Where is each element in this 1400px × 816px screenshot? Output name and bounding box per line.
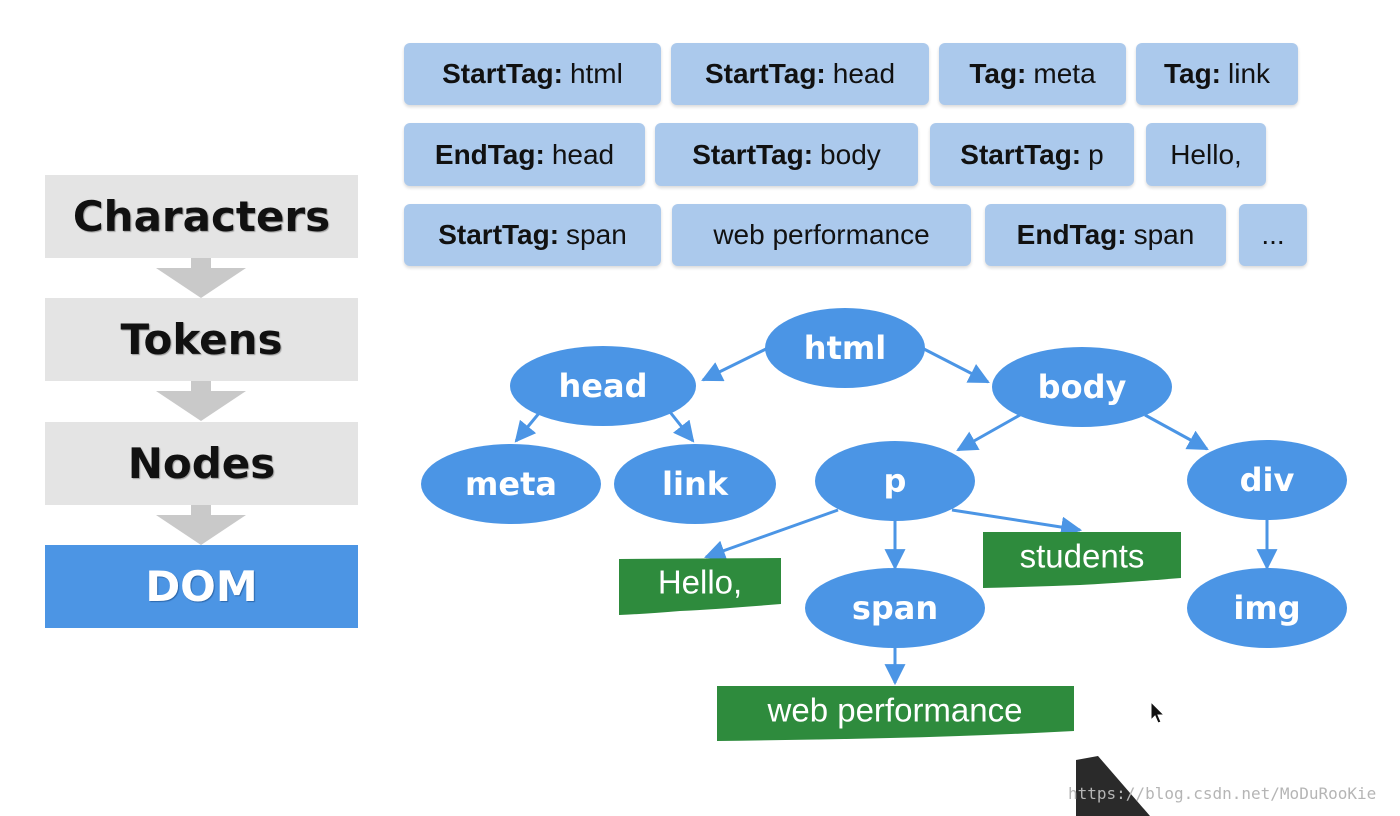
token-value: head [551, 138, 615, 170]
mouse-cursor-icon [1150, 700, 1166, 724]
arrow-down-icon [156, 391, 246, 421]
tree-node-html: html [765, 308, 925, 388]
arrow-down-icon [191, 381, 211, 393]
token-kind: StartTag: [960, 138, 1082, 170]
token-value: html [569, 58, 623, 89]
edge-head-meta [514, 411, 542, 443]
arrow-down-icon [191, 505, 211, 517]
text-node-label: web performance [767, 692, 1023, 729]
arrow-down-icon [156, 515, 246, 545]
stage-nodes: Nodes [45, 422, 358, 505]
node-label: span [852, 589, 938, 627]
token-kind: StartTag: [704, 58, 826, 89]
edge-p-hello [704, 508, 839, 561]
text-node-web-performance: web performance [717, 686, 1074, 741]
token: StartTag:head [671, 43, 929, 105]
tree-node-meta: meta [421, 444, 601, 524]
token-value: span [1133, 219, 1195, 250]
token-value: body [820, 138, 881, 170]
node-label: meta [465, 465, 557, 503]
token-value: ... [1261, 219, 1285, 250]
tree-node-body: body [992, 347, 1172, 427]
token-kind: EndTag: [1016, 219, 1127, 250]
tree-node-head: head [510, 346, 696, 426]
token: StartTag:body [655, 123, 918, 186]
edge-html-head [701, 346, 769, 382]
token: StartTag:html [404, 43, 661, 105]
text-node-hello: Hello, [619, 558, 781, 615]
token: Tag:meta [939, 43, 1126, 105]
edge-html-body [921, 346, 990, 384]
token: StartTag:p [930, 123, 1134, 186]
node-label: head [559, 367, 648, 405]
text-node-label: Hello, [658, 564, 742, 601]
token-value: meta [1033, 58, 1096, 89]
stage-characters: Characters [45, 175, 358, 258]
tree-node-link: link [614, 444, 776, 524]
token: EndTag:head [404, 123, 645, 186]
token-kind: StartTag: [438, 219, 560, 250]
token-value: Hello, [1170, 138, 1242, 170]
token: Tag:link [1136, 43, 1298, 105]
arrow-down-icon [156, 268, 246, 298]
edge-p-students [951, 508, 1083, 538]
token-value: span [566, 219, 627, 250]
text-node-label: students [1020, 538, 1145, 575]
tree-node-p: p [815, 441, 975, 521]
edge-head-link [668, 411, 695, 443]
node-label: img [1233, 589, 1300, 627]
tree-node-span: span [805, 568, 985, 648]
node-label: html [804, 329, 886, 367]
token-kind: EndTag: [434, 138, 545, 170]
stage-dom: DOM [45, 545, 358, 628]
token-value: head [832, 58, 896, 89]
node-label: p [884, 462, 907, 500]
token-value: web performance [713, 219, 930, 250]
token-kind: Tag: [1163, 58, 1221, 89]
node-label: link [662, 465, 729, 503]
token: ... [1239, 204, 1307, 266]
node-label: body [1038, 368, 1127, 406]
token: Hello, [1146, 123, 1266, 186]
token: EndTag:span [985, 204, 1226, 266]
stage-tokens: Tokens [45, 298, 358, 381]
edge-body-div [1144, 413, 1209, 451]
token: StartTag:span [404, 204, 661, 266]
cursor-shadow-icon [1076, 756, 1150, 816]
arrow-down-icon [191, 258, 211, 270]
token-kind: Tag: [969, 58, 1027, 89]
token-value: p [1088, 138, 1104, 170]
text-node-students: students [983, 532, 1181, 588]
edge-body-p [956, 413, 1021, 452]
token-value: link [1228, 58, 1271, 89]
tree-edges [514, 346, 1278, 686]
watermark: https://blog.csdn.net/MoDuRooKie [1068, 784, 1377, 803]
token: web performance [672, 204, 971, 266]
token-kind: StartTag: [692, 138, 814, 170]
tree-node-div: div [1187, 440, 1347, 520]
tree-node-img: img [1187, 568, 1347, 648]
token-kind: StartTag: [442, 58, 563, 89]
node-label: div [1240, 461, 1295, 499]
